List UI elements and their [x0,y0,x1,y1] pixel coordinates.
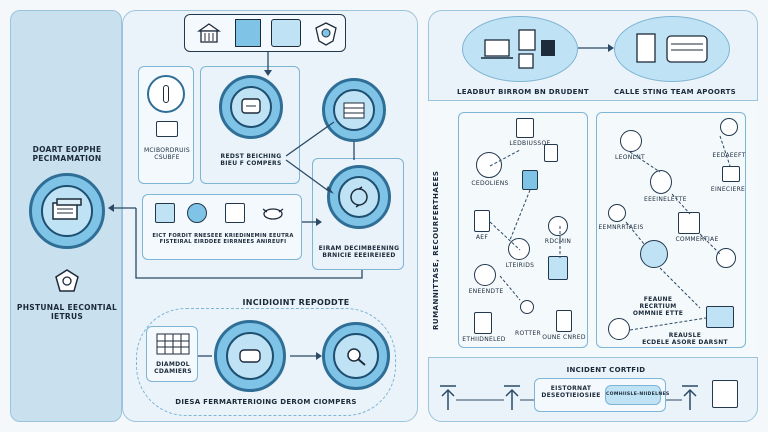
wrench-icon [608,318,630,340]
left-item-label-4: RDCMIN [544,238,572,245]
gear-icon [608,204,626,222]
left-item-label-1: CEDOLIENS [471,180,509,187]
left-item-label-7: ROTTER [515,330,541,337]
sidebar-hub-circle [29,173,105,249]
grid-table-icon [156,333,190,355]
building-icon [197,21,221,45]
phone-icon [474,210,490,232]
sidebar-subtitle: PHSTUNAL EECONTIAL IETRUS [16,303,118,321]
server-icon [474,312,492,334]
document-stack-icon [271,19,301,47]
left-item-label-6: ETHIIDNELED [462,336,506,343]
radar-icon [640,240,668,268]
emblem-icon [55,269,79,292]
right-item-label-1: EEDAEEFT [712,152,746,159]
card-icon [556,310,572,332]
magnifier-icon [347,348,366,366]
right-item-label-7: REAUSLE ECDELE ASORE DARSNT [642,332,728,347]
left-item-label-3: LTEIRIDS [505,262,535,269]
left-icon-column: MCIBORDRUIS CSUBFE [138,66,194,184]
right-subnetwork-box [596,112,746,348]
hand-device-icon [241,98,261,114]
grid-chart-box: DIAMDOL CDAMIERS [146,326,198,382]
checklist-icon [712,380,738,408]
top-right-oval [614,16,730,82]
process-circle-2 [322,78,386,142]
right-item-label-4: EEMNRRTAEIS [598,224,644,231]
laptop-device-icon [481,29,555,69]
grid-chart-label: DIAMDOL CDAMIERS [154,361,192,376]
right-item-label-2: EEEINELETTE [644,196,687,203]
thermometer-icon [147,75,185,113]
right-item-label-5: COMMERTIAE [675,236,719,243]
display-icon [156,121,178,137]
network-icon [225,203,245,223]
right-item-label-3: EINECIERE [710,186,746,193]
sidebar-panel: DOART EOPPHE PECIMAMATION PHSTUNAL EECON… [10,10,122,422]
sidebar-title: DOART EOPPHE PECIMAMATION [32,145,102,163]
process-circle-3 [327,165,391,229]
report-circle-1 [214,320,286,392]
bottle-icon [522,170,538,190]
middle-box-label: EICT FORDIT RNESEEE KRIEDINEMIN EEUTRA F… [152,233,294,246]
incident-report-section [136,308,396,416]
chart-box-icon [722,166,740,182]
crab-icon [259,203,287,223]
lock-icon [548,216,568,236]
tablet-icon [516,118,534,138]
upload-arrow-icon-2 [504,385,520,410]
clipboard-icon [544,144,558,162]
bulb-icon [520,300,534,314]
upload-arrow-icon [440,385,456,410]
top-right-label: CALLE STING TEAM APOORTS [613,88,737,96]
top-left-label: LEADBUT BIRROM BN DRUDENT [456,88,590,96]
bell-icon [650,170,672,194]
left-item-label-8: OUNE CNRED [542,334,586,341]
alert-icon [716,248,736,268]
calendar-icon [155,203,175,223]
shield-badge-icon [313,21,339,47]
right-circle-label: EIRAM DECIMBEENING BRNICIE EEEIREIEED [318,245,400,260]
right-item-label-6: FEAUNE RECRTIUM OMMNIE ETTE [632,296,684,318]
incident-config-title: INCIDENT CORTFID [566,366,646,374]
hand-gear-icon [239,349,261,363]
top-header-box [184,14,346,52]
left-subnetwork-box [458,112,588,348]
user-icon [720,118,738,136]
device-stack-icon [548,256,568,280]
server-rack-icon [52,198,82,220]
left-item-label-0: LEDBIUSSOE [509,140,551,147]
report-circle-2 [322,322,390,390]
middle-icons-box: EICT FORDIT RNESEEE KRIEDINEMIN EEUTRA F… [142,194,302,260]
incident-report-title: INCIDIOINT REPODDTE [242,298,350,307]
padlock-icon [474,264,496,286]
left-item-label-5: ENEENDTE [468,288,504,295]
globe-icon [187,203,207,223]
right-process-box: EIRAM DECIMBEENING BRNICIE EEEIREIEED [312,158,404,270]
right-item-label-0: LEONLNT [615,154,645,161]
center-box-label: REDST BEICHING BIEU F COMPERS [220,153,282,168]
robot-icon [620,130,642,152]
incident-report-caption: DIESA FERMARTERIOING DEROM CIOMPERS [175,398,357,406]
monitor-icon [235,19,261,47]
server-console-icon [636,33,708,63]
cycle-icon [350,186,368,208]
house-badge-icon [476,152,502,178]
top-left-oval [462,16,578,82]
process-circle-1 [219,75,283,139]
config-box-label-0: EISTORNAT DESEOTIEIOSIEE [541,385,601,400]
stack-layers-icon [343,102,365,119]
left-icon-label: MCIBORDRUIS CSUBFE [143,147,191,162]
config-box-label-1: COMHIISLE-NIIDELNES [606,392,670,397]
grid-panel-icon [706,306,734,328]
upload-arrow-icon-3 [682,385,698,410]
left-item-label-2: AEF [475,234,489,241]
incident-config-box: EISTORNAT DESEOTIEIOSIEE COMHIISLE-NIIDE… [534,378,670,412]
center-process-box: REDST BEICHING BIEU F COMPERS [200,66,300,184]
